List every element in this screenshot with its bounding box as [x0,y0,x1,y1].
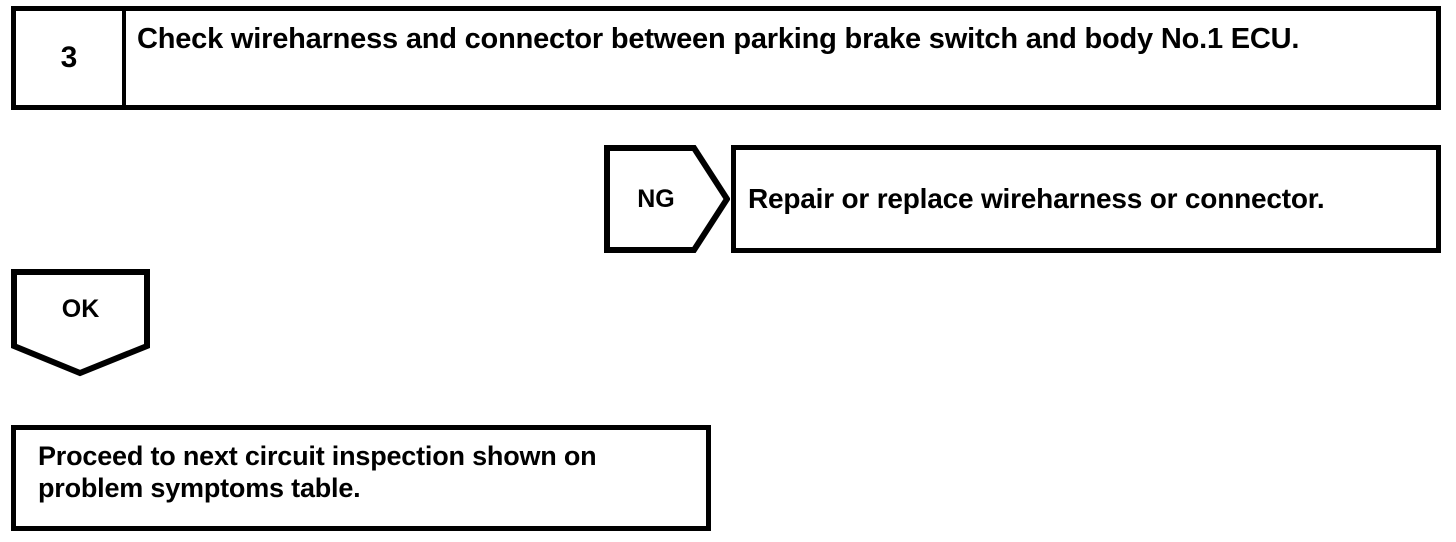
step-row: 3 Check wireharness and connector betwee… [11,6,1441,110]
step-number: 3 [60,41,78,74]
step-instruction-cell: Check wireharness and connector between … [126,11,1436,105]
ng-branch-label: NG [637,184,675,213]
step-number-cell: 3 [16,11,126,105]
ok-branch-label: OK [61,294,100,323]
ok-branch-arrow: OK [11,269,150,377]
final-outcome-box: Proceed to next circuit inspection shown… [11,425,711,531]
step-instruction-text: Check wireharness and connector between … [137,23,1300,55]
final-outcome-text: Proceed to next circuit inspection shown… [38,441,597,503]
ok-arrow-icon [11,269,150,377]
ng-result-text: Repair or replace wireharness or connect… [748,182,1325,214]
ng-arrow-icon [604,145,730,253]
ng-result-box: Repair or replace wireharness or connect… [731,145,1441,253]
ng-branch-arrow: NG [604,145,730,253]
